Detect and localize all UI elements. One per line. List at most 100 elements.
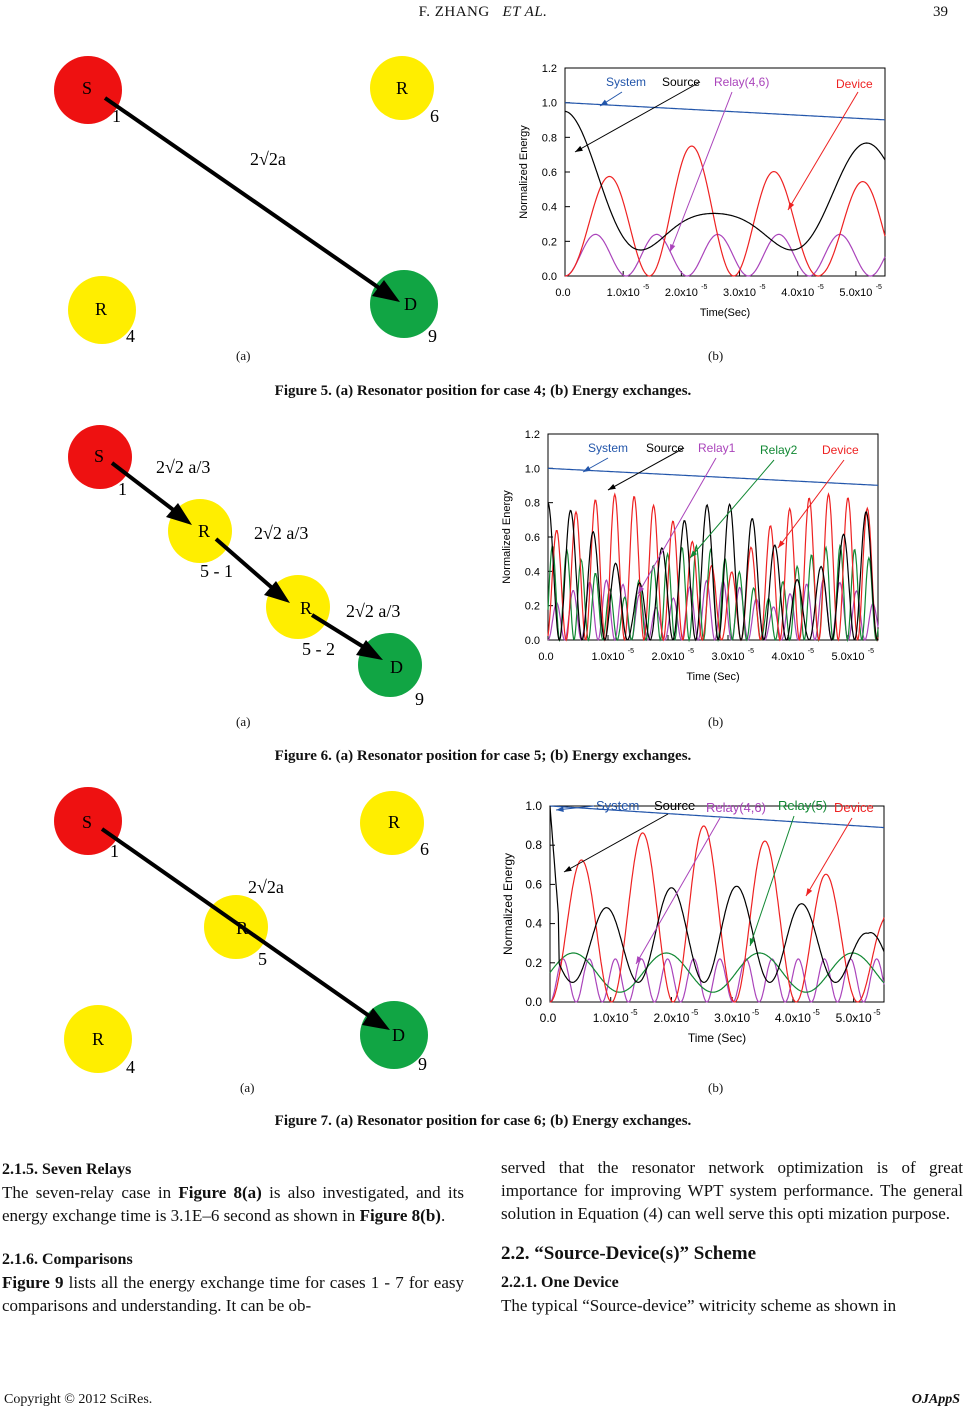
legend-pointer-head: [690, 550, 697, 558]
left-column: 2.1.5. Seven Relays The seven-relay case…: [2, 1158, 464, 1317]
legend-pointer: [637, 457, 717, 595]
distance-label: 2√2 a/3: [346, 601, 400, 621]
node-relay: [68, 276, 136, 344]
arrow: [103, 96, 387, 294]
legend-label: Device: [834, 800, 874, 815]
x-tick-label: 5.0x10: [831, 651, 864, 663]
x-tick-label: 0.0: [538, 651, 553, 663]
x-tick-label: 1.0x10: [607, 287, 640, 299]
legend-pointer: [563, 813, 669, 873]
legend-pointer-head: [788, 202, 795, 210]
y-tick-label: 1.2: [542, 63, 557, 75]
y-tick-label: 0.2: [542, 236, 557, 248]
y-tick-label: 0.6: [542, 167, 557, 179]
legend-pointer-head: [583, 465, 591, 472]
node-number: 9: [428, 326, 437, 346]
x-tick-label: 1.0x10: [593, 1011, 629, 1025]
legend-pointer: [749, 815, 795, 947]
node-number: 1: [110, 841, 119, 861]
x-tick-exponent: -5: [808, 648, 814, 655]
device-curve: [564, 145, 886, 277]
y-tick-label: 1.0: [525, 799, 542, 813]
node-number: 5 - 2: [302, 639, 335, 659]
legend-label: Source: [646, 441, 684, 455]
legend-pointer: [635, 817, 721, 965]
legend-label: Relay(5): [778, 798, 827, 813]
node-letter: S: [82, 78, 92, 98]
legend-pointer-head: [778, 540, 785, 548]
y-tick-label: 0.0: [542, 271, 557, 283]
paragraph: served that the resonator network optimi…: [501, 1158, 963, 1223]
x-tick-exponent: -5: [748, 648, 754, 655]
arrow: [100, 827, 377, 1022]
x-axis-label: Time (Sec): [688, 1031, 746, 1045]
legend-label: System: [596, 798, 639, 813]
node-number: 5 - 1: [200, 561, 233, 581]
node-letter: S: [94, 446, 104, 466]
legend-label: Device: [822, 443, 859, 457]
legend-pointer: [669, 91, 733, 253]
fig7-b-label: (b): [708, 1080, 724, 1095]
node-letter: S: [82, 812, 92, 832]
x-tick-exponent: -5: [868, 648, 874, 655]
node-letter: R: [300, 598, 312, 618]
x-tick-exponent: -5: [631, 1008, 639, 1017]
figure-ref[interactable]: Figure 8(a): [178, 1183, 262, 1202]
legend-pointer-head: [636, 956, 643, 964]
node-number: 6: [430, 106, 439, 126]
section-heading: 2.1.6. Comparisons: [2, 1251, 133, 1268]
arrow-head: [372, 280, 400, 302]
legend-label: Source: [654, 798, 695, 813]
distance-label: 2√2a: [250, 149, 286, 169]
page-number: 39: [933, 4, 948, 20]
x-tick-label: 3.0x10: [714, 1011, 750, 1025]
y-tick-label: 0.4: [525, 566, 540, 578]
journal-name: OJAppS: [911, 1392, 960, 1407]
right-column: served that the resonator network optimi…: [501, 1156, 963, 1317]
paragraph: Figure 9 lists all the energy exchange t…: [2, 1273, 464, 1315]
plot-frame: [547, 433, 879, 641]
source-curve: [547, 502, 879, 642]
legend-pointer-head: [670, 244, 676, 252]
node-letter: D: [390, 657, 403, 677]
y-tick-label: 0.8: [542, 132, 557, 144]
legend-pointer-head: [749, 938, 756, 946]
figure-ref[interactable]: Figure 9: [2, 1273, 64, 1292]
arrow-head: [166, 503, 192, 525]
legend-pointer: [805, 817, 853, 897]
x-tick-label: 2.0x10: [665, 287, 698, 299]
y-axis-label: Normalized Energy: [518, 125, 530, 219]
fig6-a-label: (a): [236, 714, 251, 729]
legend-label: Device: [836, 77, 873, 91]
x-tick-label: 1.0x10: [591, 651, 624, 663]
y-tick-label: 0.0: [525, 635, 540, 647]
node-number: 5: [258, 949, 267, 969]
x-tick-exponent: -5: [701, 284, 707, 291]
node-letter: R: [198, 521, 210, 541]
node-source: [54, 56, 122, 124]
x-axis-label: Time (Sec): [686, 671, 739, 683]
legend-pointer-head: [564, 865, 572, 872]
legend-pointer: [607, 447, 685, 491]
node-letter: R: [95, 299, 107, 319]
fig5-diagram: S 1 R 6 R 4 D 9 2√2a: [54, 56, 439, 346]
legend-pointer-head: [556, 806, 564, 812]
fig7-a-label: (a): [240, 1080, 255, 1095]
y-tick-label: 0.8: [525, 838, 542, 852]
x-tick-label: 5.0x10: [836, 1011, 872, 1025]
x-tick-label: 3.0x10: [711, 651, 744, 663]
node-source: [68, 425, 132, 489]
legend-label: System: [606, 75, 646, 89]
node-relay: [360, 791, 424, 855]
fig5-a-label: (a): [236, 348, 251, 363]
paragraph: The typical “Source-device” witricity sc…: [501, 1296, 897, 1315]
x-tick-exponent: -5: [813, 1008, 821, 1017]
y-tick-label: 0.6: [525, 532, 540, 544]
x-tick-label: 4.0x10: [775, 1011, 811, 1025]
figure-ref[interactable]: Figure 8(b): [359, 1206, 441, 1225]
fig5-caption: Figure 5. (a) Resonator position for cas…: [274, 383, 692, 399]
x-tick-label: 2.0x10: [651, 651, 684, 663]
relay46-curve: [549, 958, 885, 1003]
legend-pointer-head: [608, 483, 616, 490]
legend-pointer: [574, 81, 701, 153]
